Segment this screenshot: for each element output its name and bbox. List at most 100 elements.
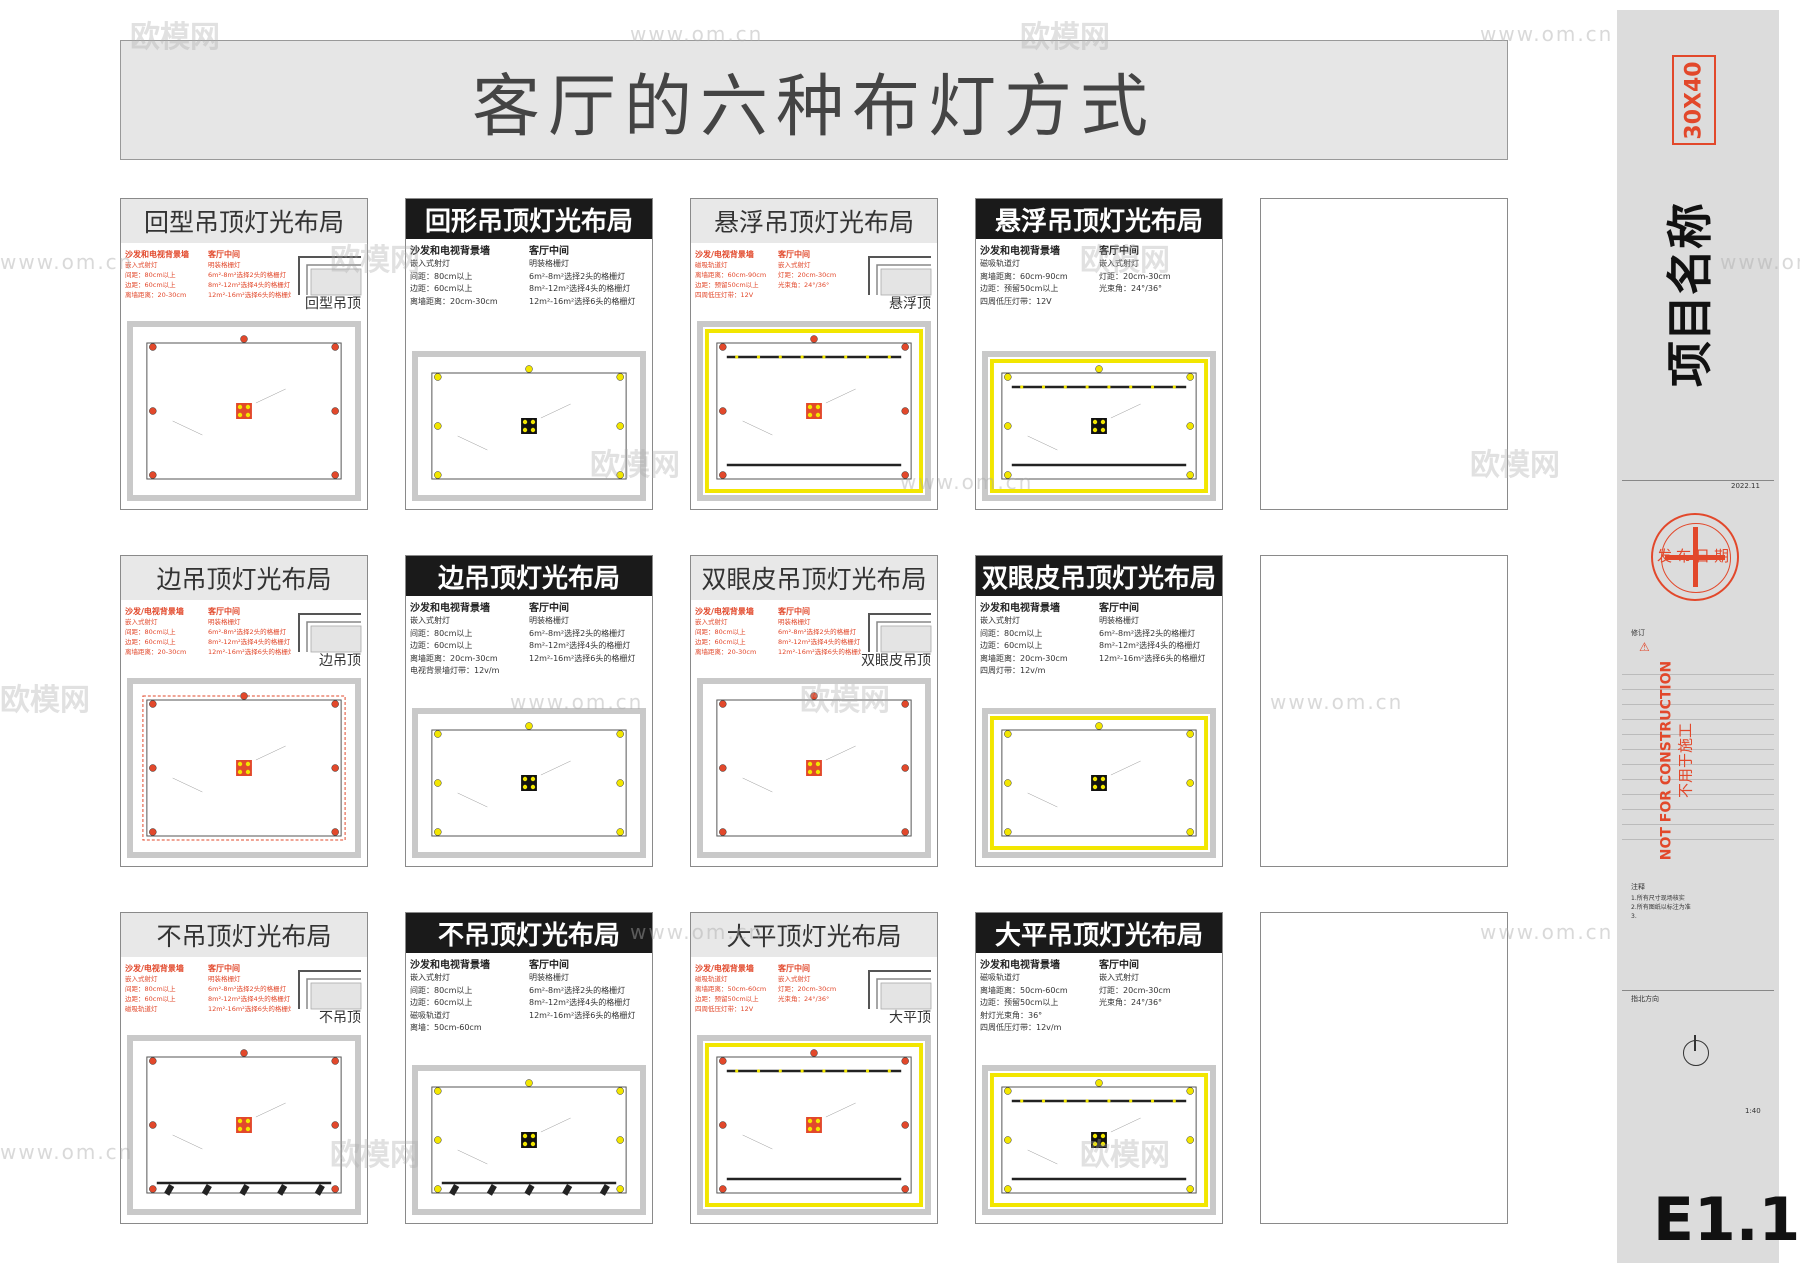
spec-line: 6m²-8m²选择2头的格栅灯: [208, 985, 287, 993]
spec-line: 8m²-12m²选择4头的格栅灯: [1099, 641, 1201, 650]
spec-line: 8m²-12m²选择4头的格栅灯: [529, 284, 631, 293]
watermark-url: www.om.cn: [0, 1140, 134, 1164]
spec-line: 8m²-12m²选择4头的格栅灯: [208, 638, 291, 646]
watermark-url: www.om.cn: [900, 470, 1034, 494]
spec-line: 明装格栅灯: [208, 261, 241, 269]
ceiling-label: 大平顶: [889, 1010, 931, 1026]
spec-line: 磁吸轨道灯: [980, 259, 1020, 268]
empty-panel-row-1: [1260, 198, 1508, 510]
floor-plan: [412, 708, 646, 858]
spec-line: 嵌入式射灯: [695, 618, 728, 626]
spec-line: 12m²-16m²选择6头的格栅灯: [208, 1005, 291, 1013]
floor-plan: [127, 1035, 361, 1215]
spec-heading: 沙发/电视背景墙: [125, 964, 184, 973]
spec-line: 边距：60cm以上: [125, 638, 176, 646]
spec-line: 磁吸轨道灯: [410, 1010, 450, 1020]
spec-columns: 沙发和电视背景墙嵌入式射灯间距：80cm以上边距：60cm以上离墙距离：20cm…: [980, 602, 1218, 712]
floor-plan: [127, 678, 361, 858]
floor-plan: [412, 351, 646, 501]
spec-line: 嵌入式射灯: [1099, 259, 1139, 268]
spec-line: 边距：预留50cm以上: [980, 284, 1059, 293]
spec-heading: 客厅中间: [208, 250, 240, 259]
spec-line: 6m²-8m²选择2头的格栅灯: [208, 628, 287, 636]
spec-line: 6m²-8m²选择2头的格栅灯: [778, 628, 857, 636]
spec-line: 离墙距离：60cm-90cm: [980, 271, 1068, 281]
spec-heading: 客厅中间: [529, 603, 569, 614]
spec-columns: 沙发/电视背景墙嵌入式射灯间距：80cm以上边距：60cm以上离墙距离：20-3…: [125, 606, 291, 676]
spec-line: 8m²-12m²选择4头的格栅灯: [529, 998, 631, 1007]
ceiling-label: 回型吊顶: [305, 296, 361, 312]
ceiling-section: 悬浮顶: [867, 253, 933, 313]
plan-room: [988, 714, 1210, 852]
layout-panel: 边吊顶灯光布局 沙发/电视背景墙嵌入式射灯间距：80cm以上边距：60cm以上离…: [120, 555, 368, 867]
spec-line: 四周灯带：12v/m: [980, 666, 1046, 675]
layout-panel: 双眼皮吊顶灯光布局 沙发和电视背景墙嵌入式射灯间距：80cm以上边距：60cm以…: [975, 555, 1223, 867]
spec-line: 边距：60cm以上: [980, 641, 1043, 650]
spec-line: 间距：80cm以上: [410, 271, 473, 281]
stamp-text: 发布日期: [1657, 547, 1734, 565]
plan-room: [418, 714, 640, 852]
release-stamp: 发布日期: [1651, 513, 1739, 601]
spec-line: 12m²-16m²选择6头的格栅灯: [778, 648, 861, 656]
spec-line: 离墙距离：20-30cm: [695, 648, 757, 656]
spec-heading: 沙发/电视背景墙: [125, 607, 184, 616]
floor-plan: [697, 678, 931, 858]
spec-line: 8m²-12m²选择4头的格栅灯: [208, 281, 291, 289]
ceiling-label: 双眼皮吊顶: [861, 653, 931, 669]
spec-heading: 沙发和电视背景墙: [980, 960, 1060, 971]
spec-heading: 客厅中间: [1099, 603, 1139, 614]
spec-col-right: 客厅中间明装格栅灯 6m²-8m²选择2头的格栅灯 8m²-12m²选择4头的格栅灯…: [208, 249, 291, 319]
spec-col-left: 沙发和电视背景墙嵌入式射灯间距：80cm以上边距：60cm以上离墙距离：20cm…: [410, 245, 529, 355]
empty-panel-row-2: [1260, 555, 1508, 867]
layout-panel: 边吊顶灯光布局 沙发和电视背景墙嵌入式射灯间距：80cm以上边距：60cm以上离…: [405, 555, 653, 867]
spec-line: 间距：80cm以上: [980, 628, 1043, 638]
spec-line: 灯距：20cm-30cm: [778, 985, 837, 993]
spec-line: 离墙距离：20cm-30cm: [410, 296, 498, 306]
spec-line: 6m²-8m²选择2头的格栅灯: [529, 985, 626, 995]
spec-line: 嵌入式射灯: [410, 259, 450, 268]
spec-line: 6m²-8m²选择2头的格栅灯: [529, 271, 626, 281]
spec-line: 嵌入式射灯: [778, 261, 811, 269]
spec-line: 离墙距离：20cm-30cm: [980, 653, 1068, 663]
spec-heading: 沙发和电视背景墙: [980, 246, 1060, 257]
notes-list: 1.所有尺寸现场核实 2.所有图纸以标注为准 3.: [1631, 895, 1691, 920]
empty-panel-row-3: [1260, 912, 1508, 1224]
spec-line: 12m²-16m²选择6头的格栅灯: [1099, 653, 1206, 663]
panel-title: 边吊顶灯光布局: [121, 556, 367, 600]
spec-heading: 客厅中间: [778, 250, 810, 259]
spec-line: 离墙距离：50cm-60cm: [695, 985, 767, 993]
spec-line: 6m²-8m²选择2头的格栅灯: [208, 271, 287, 279]
spec-line: 明装格栅灯: [778, 618, 811, 626]
watermark-url: www.om.cn: [510, 690, 644, 714]
revision-label: 修订: [1631, 629, 1645, 637]
panel-title: 大平顶灯光布局: [691, 913, 937, 957]
plan-room: [988, 1071, 1210, 1209]
spec-line: 离墙距离：60cm-90cm: [695, 271, 767, 279]
spec-line: 8m²-12m²选择4头的格栅灯: [529, 641, 631, 650]
project-name-box: 项目名称: [1647, 190, 1727, 400]
spec-line: 嵌入式射灯: [125, 261, 158, 269]
floor-plan: [982, 1065, 1216, 1215]
spec-col-left: 沙发/电视背景墙嵌入式射灯间距：80cm以上边距：60cm以上磁吸轨道灯: [125, 963, 208, 1033]
spec-line: 8m²-12m²选择4头的格栅灯: [208, 995, 291, 1003]
plan-room: [133, 684, 355, 852]
layout-panel: 回型吊顶灯光布局 沙发和电视背景墙嵌入式射灯间距：80cm以上边距：60cm以上…: [120, 198, 368, 510]
divider: [1622, 990, 1774, 991]
spec-line: 离墙距离：50cm-60cm: [980, 985, 1068, 995]
not-for-construction: NOT FOR CONSTRUCTION: [1658, 660, 1675, 860]
plan-room: [988, 357, 1210, 495]
spec-heading: 沙发和电视背景墙: [410, 603, 490, 614]
spec-line: 6m²-8m²选择2头的格栅灯: [1099, 628, 1196, 638]
spec-columns: 沙发和电视背景墙嵌入式射灯间距：80cm以上边距：60cm以上离墙距离：20cm…: [410, 602, 648, 712]
floor-plan: [412, 1065, 646, 1215]
spec-line: 离墙：50cm-60cm: [410, 1023, 482, 1032]
spec-heading: 沙发/电视背景墙: [695, 250, 754, 259]
